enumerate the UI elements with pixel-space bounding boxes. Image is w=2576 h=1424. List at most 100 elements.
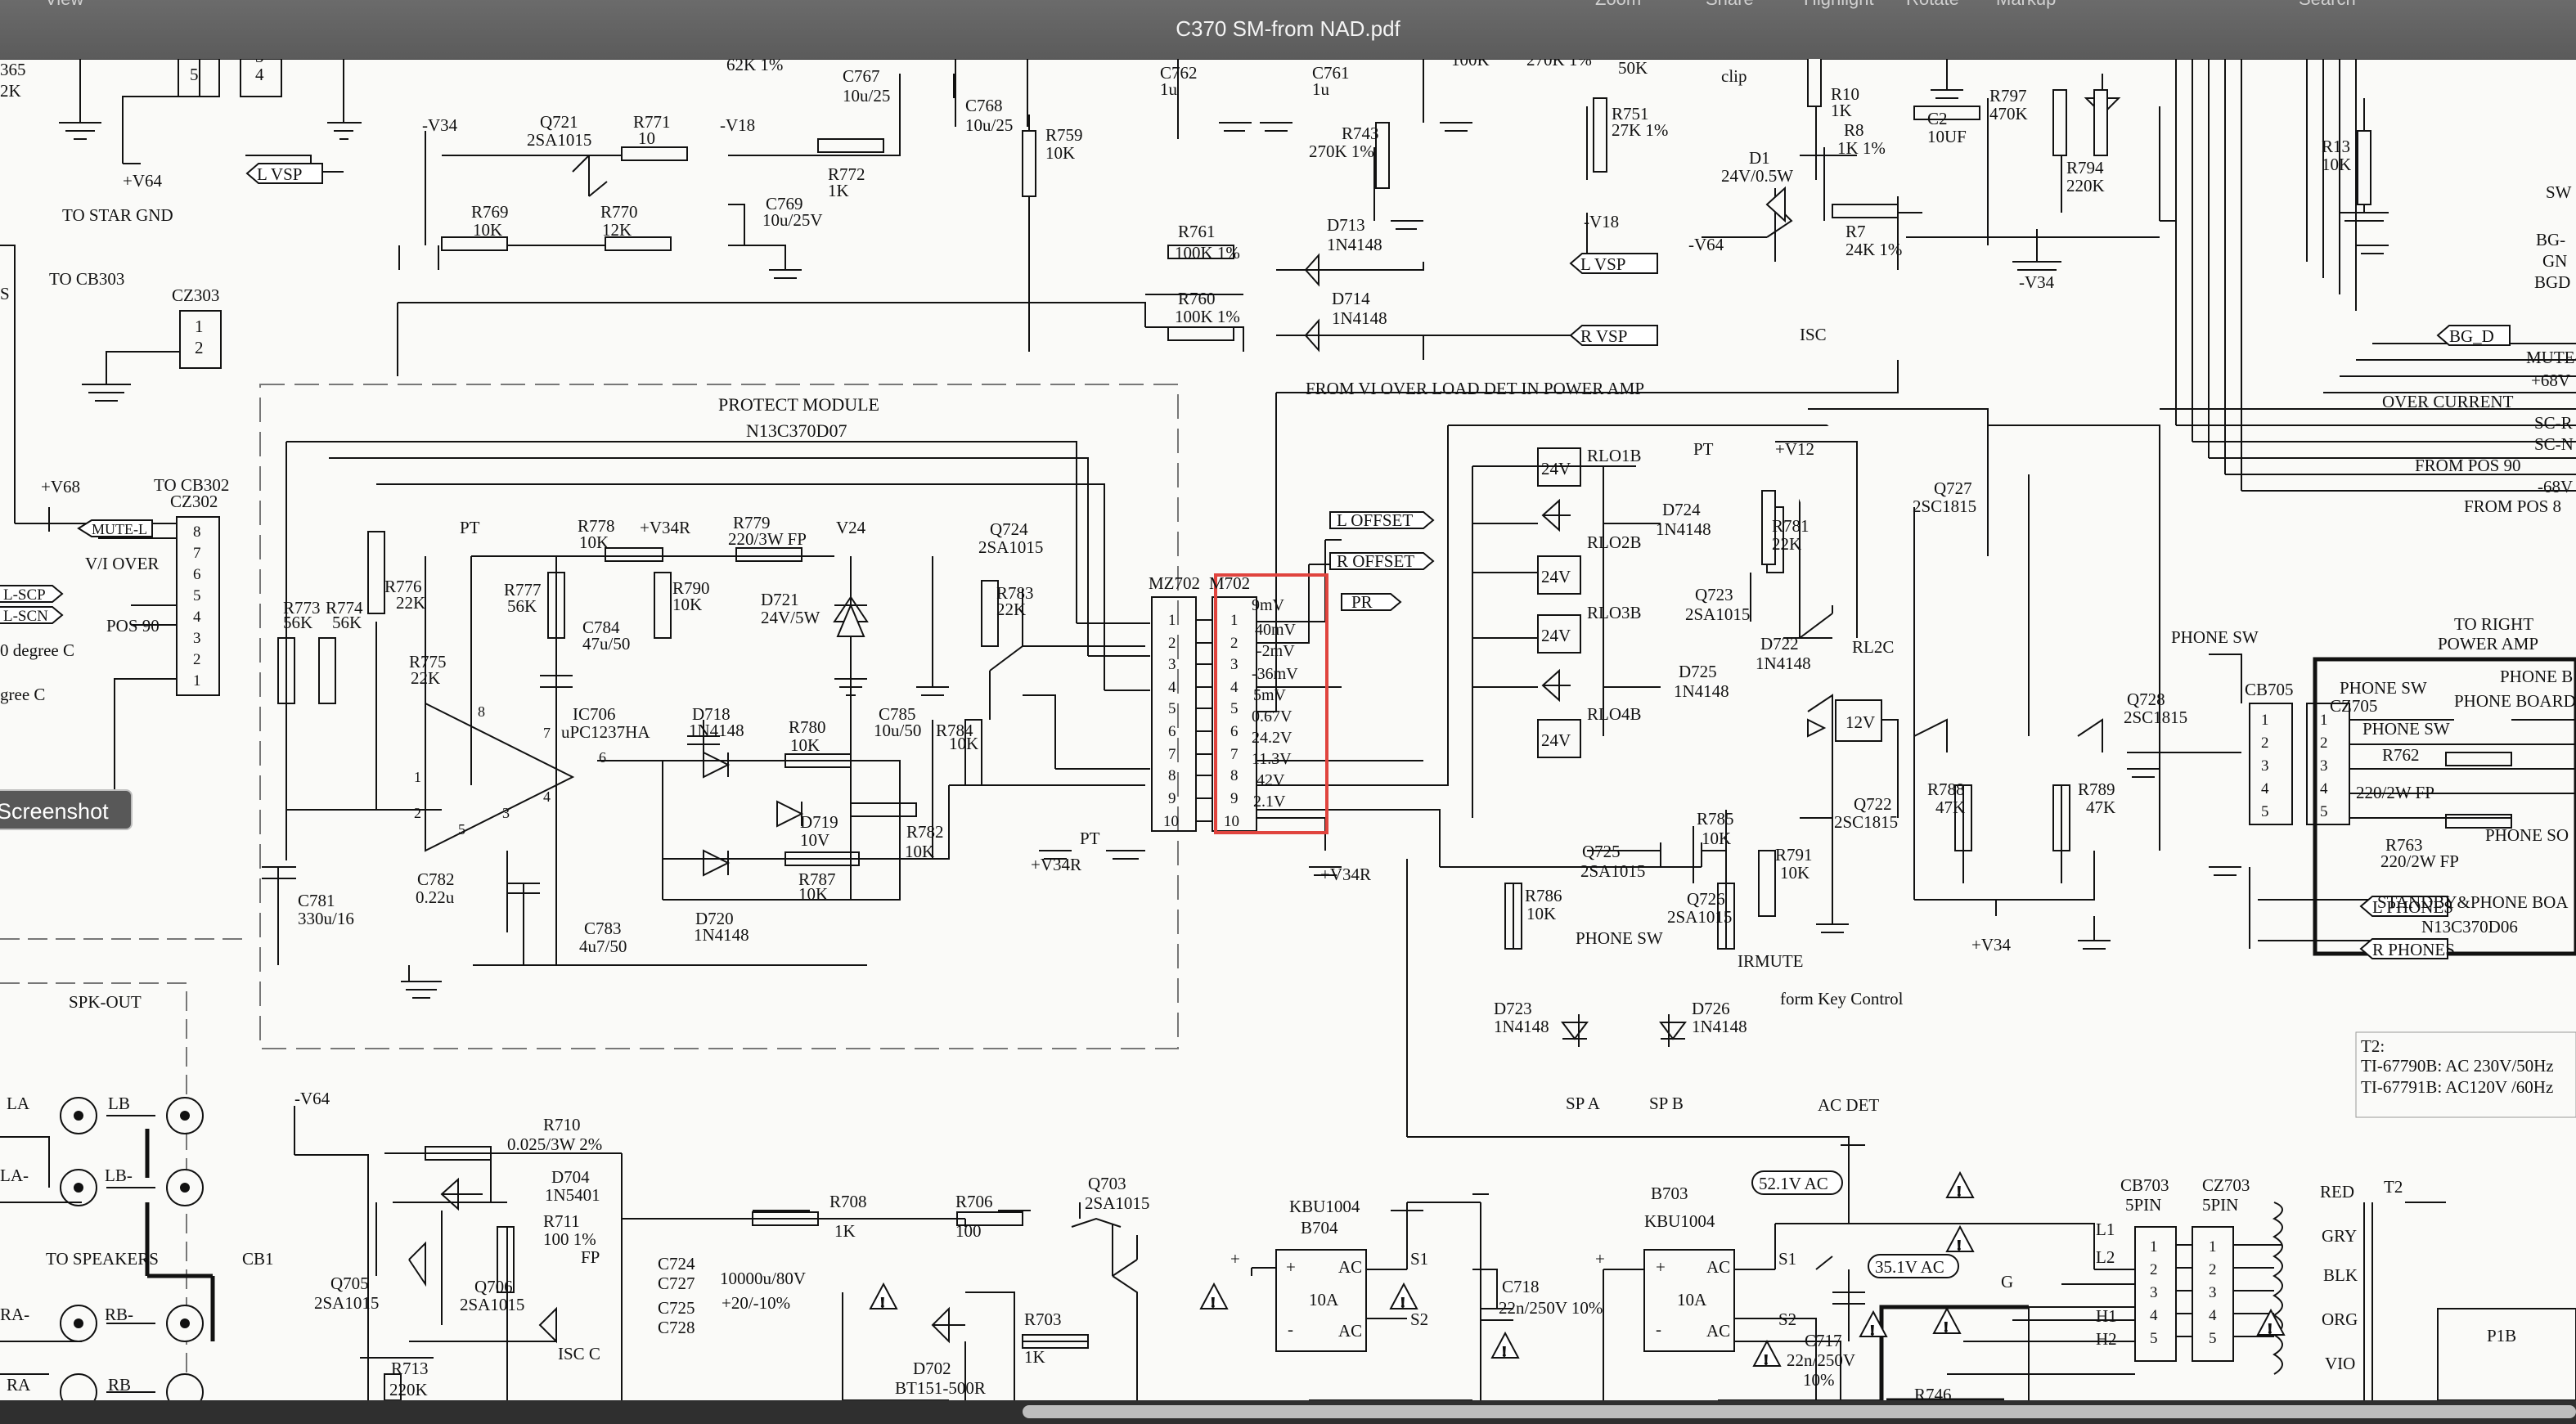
label: POWER AMP (2438, 634, 2538, 654)
label: C718 (1502, 1277, 1540, 1296)
label: R10 (1831, 84, 1859, 104)
label: 10A (1677, 1290, 1707, 1309)
menu-zoom[interactable]: Zoom (1595, 0, 1641, 10)
label: 1u (1312, 79, 1330, 99)
label: R791 (1775, 845, 1813, 865)
label: 10000u/80V (720, 1269, 806, 1288)
pr-tag: PR (1341, 592, 1402, 612)
label: R711 (543, 1211, 580, 1231)
pin: 1 (1168, 612, 1176, 629)
label: R781 (1772, 516, 1809, 536)
label: 1 (195, 317, 204, 336)
label: form Key Control (1780, 989, 1904, 1008)
label: 10% (1803, 1370, 1835, 1390)
label: 2SA1015 (1685, 604, 1750, 624)
relay-voltage: 12V (1845, 712, 1875, 732)
menu-view[interactable]: View (45, 0, 83, 10)
label: 10K (1526, 904, 1556, 923)
label: PT (1080, 829, 1100, 848)
pin: 2 (2320, 734, 2328, 752)
pin: 5 (1230, 700, 1239, 717)
schematic-page: 365 2K 5 4 3 +V64 TO STAR GND TO CB303 C… (0, 59, 2576, 1400)
label: STANDBY&PHONE BOA (2377, 892, 2569, 912)
pin: 3 (2209, 1284, 2217, 1301)
label: R788 (1927, 779, 1965, 799)
pin: 5 (1168, 700, 1176, 717)
label: R783 (996, 583, 1034, 603)
label: FROM VI OVER LOAD DET IN POWER AMP (1306, 379, 1644, 398)
svg-text:!: ! (1944, 1319, 1949, 1335)
label: 220K (2066, 176, 2105, 195)
label: D722 (1760, 634, 1799, 654)
warning-icons: ! ! ! ! ! ! ! ! ! ! (869, 1170, 2286, 1368)
label: C727 (658, 1274, 695, 1293)
label: D702 (913, 1359, 951, 1378)
label: G (2001, 1272, 2013, 1291)
label: 2 (414, 805, 421, 821)
pin: 10 (1224, 813, 1239, 830)
label: 220K (389, 1380, 428, 1399)
scrollbar-thumb[interactable] (1023, 1405, 2576, 1418)
label: R777 (504, 580, 542, 600)
label: C785 (879, 704, 916, 724)
label: 10 (638, 128, 655, 148)
label: FROM POS 8 (2464, 496, 2561, 516)
label: RLO1B (1587, 446, 1642, 465)
svg-text:L VSP: L VSP (1580, 254, 1625, 274)
label: R797 (1989, 86, 2027, 106)
label: 1N4148 (689, 721, 744, 740)
menu-highlight[interactable]: Highlight (1804, 0, 1874, 10)
label: SC-R (2534, 413, 2573, 433)
label: 1N4148 (1327, 235, 1382, 254)
label: TO RIGHT (2454, 614, 2533, 634)
pin: 9 (1168, 790, 1176, 807)
svg-text:!: ! (1211, 1295, 1216, 1310)
warning-icon: ! (1859, 1309, 1888, 1339)
pin: 2 (2261, 734, 2269, 752)
label: 47K (1935, 797, 1965, 817)
warning-icon: ! (1199, 1282, 1229, 1311)
label: Q706 (474, 1277, 513, 1296)
label: AC DET (1818, 1095, 1879, 1115)
label: 1N5401 (545, 1185, 600, 1205)
label: S2 (1410, 1309, 1428, 1329)
label: R743 (1342, 124, 1379, 143)
label: 270K 1% (1309, 142, 1374, 161)
label: ISC C (558, 1344, 600, 1363)
pdf-document-view[interactable]: 365 2K 5 4 3 +V64 TO STAR GND TO CB303 C… (0, 59, 2576, 1400)
label: 1K 1% (1837, 138, 1886, 158)
window-titlebar: View Zoom Share Highlight Rotate Markup … (0, 0, 2576, 60)
label: R13 (2322, 137, 2350, 156)
label: 56K (507, 596, 537, 616)
label: 6 (599, 749, 606, 766)
pin: 8 (193, 523, 201, 541)
menu-share[interactable]: Share (1706, 0, 1754, 10)
pin: 4 (193, 609, 201, 626)
label: PHONE BOARD (2454, 691, 2576, 711)
label: Q727 (1934, 478, 1972, 498)
label: 1u (1160, 79, 1178, 99)
label: CB1 (242, 1249, 274, 1269)
menu-markup[interactable]: Markup (1996, 0, 2056, 10)
horizontal-scrollbar[interactable] (0, 1400, 2576, 1424)
label: +V34R (1031, 855, 1081, 874)
label: Q725 (1582, 842, 1621, 861)
svg-text:!: ! (1502, 1344, 1507, 1359)
relay-voltage: 24V (1541, 626, 1571, 645)
menu-rotate[interactable]: Rotate (1906, 0, 1959, 10)
label: 7 (543, 725, 551, 741)
svg-text:PR: PR (1351, 592, 1373, 612)
label: SP A (1566, 1094, 1601, 1113)
pin: 8 (1168, 767, 1176, 784)
label: 1K (1024, 1347, 1045, 1367)
mz702-pins: 1 2 3 4 5 6 7 8 9 10 (1163, 612, 1179, 830)
menu-search[interactable]: Search (2299, 0, 2356, 10)
label: RA (7, 1375, 31, 1395)
pin: 6 (1168, 723, 1176, 740)
label: SPK-OUT (69, 992, 142, 1012)
label: GN (2542, 251, 2567, 271)
label: R703 (1024, 1309, 1062, 1329)
pin: 1 (2150, 1238, 2158, 1256)
label: R746 (1914, 1385, 1952, 1400)
label: C717 (1805, 1331, 1842, 1350)
